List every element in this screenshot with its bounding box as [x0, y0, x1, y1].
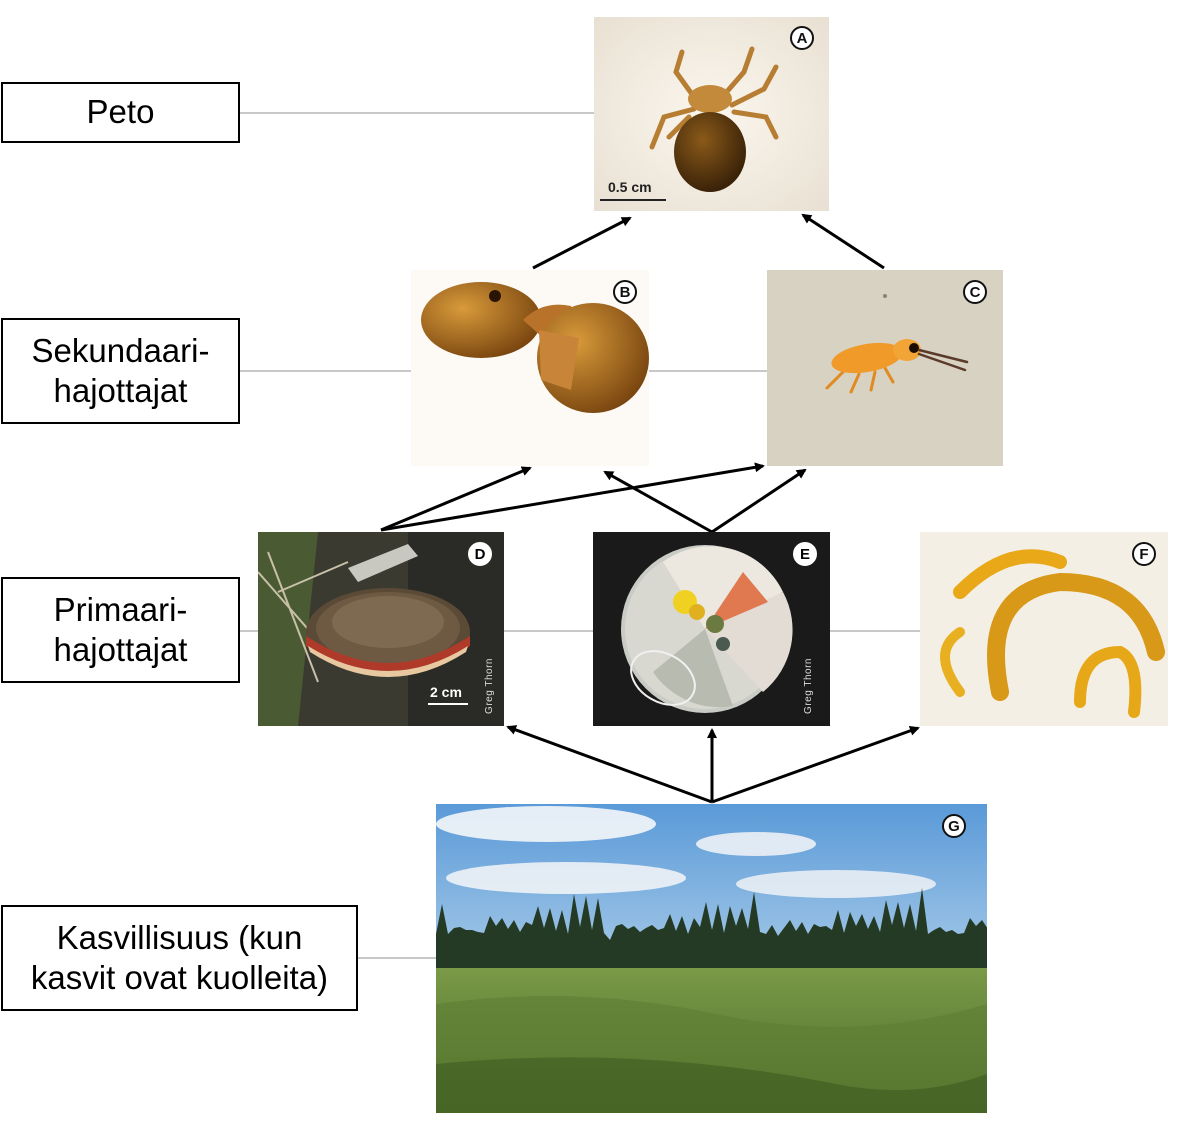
photo-a-predatory-mite: A 0.5 cm	[594, 17, 829, 211]
photo-credit-e: Greg Thorn	[803, 658, 814, 714]
photo-c-springtail: C	[767, 270, 1003, 466]
panel-letter-d: D	[468, 542, 492, 566]
level-label-predator: Peto	[1, 82, 240, 143]
panel-letter-g: G	[942, 814, 966, 838]
level-label-predator-text: Peto	[86, 93, 155, 131]
photo-g-landscape: G	[436, 804, 987, 1113]
arrow-d-to-c	[380, 462, 765, 532]
photo-e-petri-dish: E Greg Thorn	[593, 532, 830, 726]
arrow-b-to-a	[532, 216, 632, 270]
panel-letter-b: B	[613, 280, 637, 304]
panel-letter-c: C	[963, 280, 987, 304]
arrow-e-to-c	[711, 468, 807, 534]
arrow-e-to-b	[603, 470, 713, 534]
photo-b-oribatid-mites: B	[411, 270, 649, 466]
arrow-c-to-a	[801, 213, 885, 270]
arrow-g-to-d	[506, 725, 713, 804]
panel-letter-e: E	[793, 542, 817, 566]
level-label-vegetation: Kasvillisuus (kun kasvit ovat kuolleita)	[1, 905, 358, 1011]
bracket-fungus-illustration	[258, 532, 504, 726]
mite-illustration	[594, 17, 829, 211]
springtail-illustration	[767, 270, 1003, 466]
treeline	[436, 888, 987, 974]
level-label-secondary-text: Sekundaari- hajottajat	[31, 331, 210, 409]
level-label-primary-text: Primaari- hajottajat	[53, 590, 188, 668]
oribatid-illustration	[411, 270, 649, 466]
scale-label-d: 2 cm	[430, 684, 462, 700]
larvae-illustration	[920, 532, 1168, 726]
photo-d-bracket-fungus: D 2 cm Greg Thorn	[258, 532, 504, 726]
arrow-g-to-f	[711, 725, 920, 804]
panel-letter-a: A	[790, 26, 814, 50]
landscape-illustration	[436, 804, 987, 1113]
panel-letter-f: F	[1132, 542, 1156, 566]
petri-dish-illustration	[593, 532, 830, 726]
level-label-primary: Primaari- hajottajat	[1, 577, 240, 683]
level-label-secondary: Sekundaari- hajottajat	[1, 318, 240, 424]
photo-credit-d: Greg Thorn	[484, 658, 495, 714]
scale-label-a: 0.5 cm	[608, 179, 652, 195]
level-label-vegetation-text: Kasvillisuus (kun kasvit ovat kuolleita)	[30, 918, 329, 996]
photo-f-larvae: F	[920, 532, 1168, 726]
arrow-d-to-b	[380, 466, 532, 532]
